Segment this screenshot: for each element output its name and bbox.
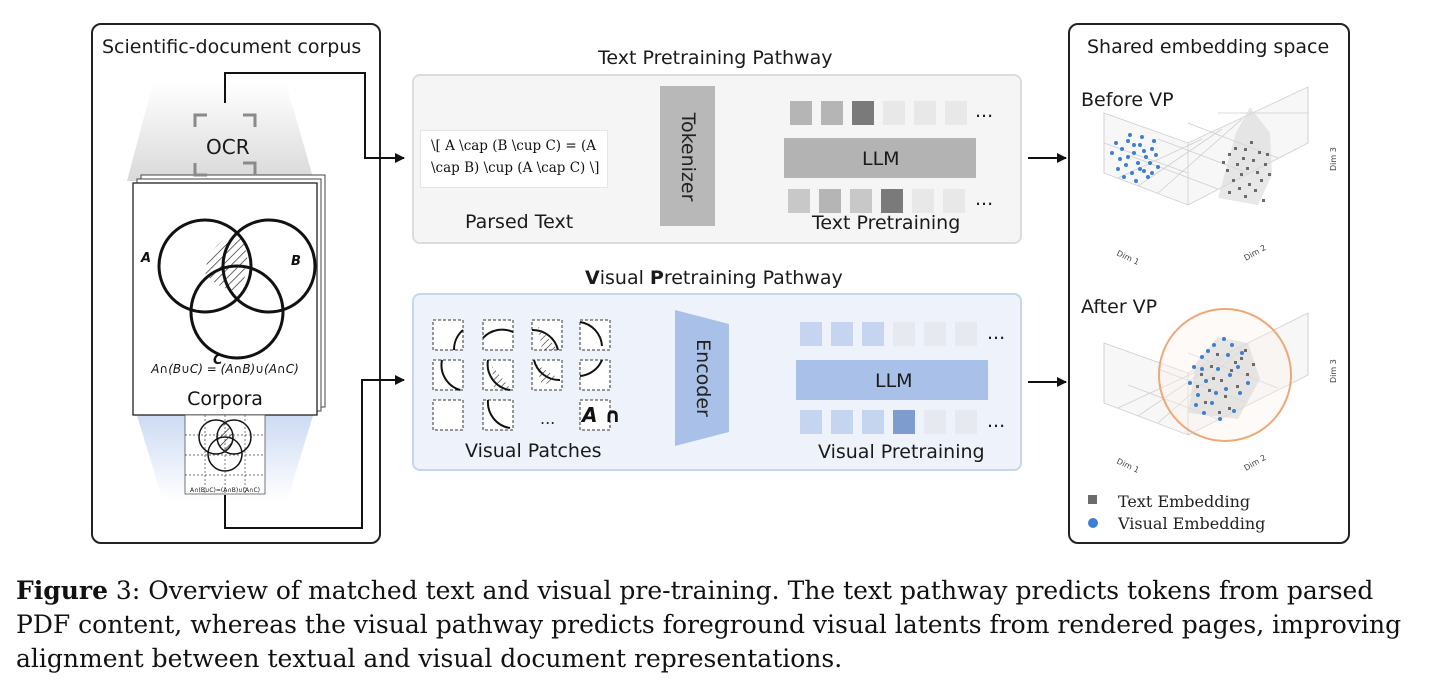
- after-vp-label: After VP: [1081, 296, 1158, 318]
- after-vp-visual-points: [1188, 337, 1250, 421]
- doc-label: Corpora: [187, 388, 263, 410]
- visual-ellipsis-bottom: ...: [987, 410, 1006, 432]
- text-ellipsis-bottom: ...: [975, 188, 994, 210]
- set-label-c: C: [213, 353, 223, 368]
- text-llm-label: LLM: [862, 148, 900, 170]
- caption-number: 3: [107, 576, 132, 605]
- after-dim1: Dim 1: [1115, 457, 1140, 475]
- set-label-b: B: [291, 254, 301, 269]
- text-pathway-title: Text Pretraining Pathway: [598, 47, 833, 69]
- legend-visual-label: Visual Embedding: [1118, 514, 1266, 533]
- text-pretraining-label: Text Pretraining: [812, 212, 961, 234]
- after-dim2: Dim 2: [1243, 453, 1268, 473]
- visual-llm-label: LLM: [875, 370, 913, 392]
- visual-title-part2: retraining Pathway: [663, 267, 843, 289]
- corpus-illustration: A B C A∩(B∪C) = (A∩B)∪(A∩C) Corpora A∩(B…: [127, 83, 326, 501]
- embedding-plots: Dim 1 Dim 2 Dim 3 Dim 1 Dim 2 Dim 3: [1088, 86, 1338, 528]
- mini-formula: A∩(B∪C)=(A∩B)∪(A∩C): [190, 487, 260, 494]
- visual-pretraining-label: Visual Pretraining: [818, 441, 985, 463]
- visual-patches-label: Visual Patches: [465, 440, 602, 462]
- parsed-text-line-2: \cap B) \cup (A \cap C) \]: [431, 160, 600, 176]
- before-dim3: Dim 3: [1329, 147, 1338, 171]
- tokenizer-label: Tokenizer: [677, 112, 699, 202]
- legend-text-marker: [1088, 495, 1097, 504]
- visual-ellipsis-top: ...: [987, 322, 1006, 344]
- legend-text-label: Text Embedding: [1118, 492, 1251, 511]
- text-ellipsis-top: ...: [975, 100, 994, 122]
- document-page: [132, 182, 318, 416]
- set-label-a: A: [140, 251, 151, 266]
- patch-ellipsis: ...: [540, 409, 555, 428]
- embedding-title: Shared embedding space: [1087, 36, 1330, 58]
- legend-visual-marker: [1088, 518, 1098, 528]
- before-vp-label: Before VP: [1081, 89, 1174, 111]
- before-vp-visual-points: [1110, 133, 1160, 183]
- before-vp-hull: [1218, 107, 1272, 205]
- patch-text: A ∩: [580, 403, 620, 427]
- after-dim3: Dim 3: [1329, 359, 1338, 383]
- visual-tokens: [796, 322, 988, 434]
- visual-patches: ... A ∩: [432, 319, 620, 431]
- parsed-text-box: \[ A \cap (B \cup C) = (A \cap B) \cup (…: [420, 130, 608, 188]
- caption-text: : Overview of matched text and visual pr…: [16, 576, 1402, 673]
- encoder-label: Encoder: [692, 339, 714, 417]
- before-vp-text-points: [1222, 141, 1271, 202]
- after-vp-text-points: [1196, 349, 1255, 414]
- corpus-title: Scientific-document corpus: [102, 36, 362, 58]
- visual-pathway-title: Visual Pretraining Pathway: [585, 267, 843, 289]
- venn-diagram: [157, 218, 317, 360]
- visual-title-v: V: [585, 267, 600, 289]
- text-tokens: [784, 101, 976, 213]
- doc-formula: A∩(B∪C) = (A∩B)∪(A∩C): [150, 362, 299, 376]
- ocr-label: OCR: [206, 135, 250, 159]
- parsed-text-label: Parsed Text: [465, 211, 574, 233]
- encoder-block: [675, 310, 729, 446]
- rendered-page: A∩(B∪C)=(A∩B)∪(A∩C): [184, 414, 266, 495]
- before-dim1: Dim 1: [1115, 249, 1140, 267]
- before-dim2: Dim 2: [1243, 243, 1268, 263]
- ocr-frame: [193, 113, 257, 177]
- parsed-text-line-1: \[ A \cap (B \cup C) = (A: [431, 138, 596, 154]
- figure-caption: Figure 3: Overview of matched text and v…: [16, 574, 1428, 676]
- visual-title-part1: isual: [599, 267, 650, 289]
- ocr-beam: [127, 83, 314, 181]
- visual-title-p: P: [649, 267, 664, 289]
- tokenizer-block: [660, 86, 715, 226]
- caption-label: Figure: [16, 576, 108, 605]
